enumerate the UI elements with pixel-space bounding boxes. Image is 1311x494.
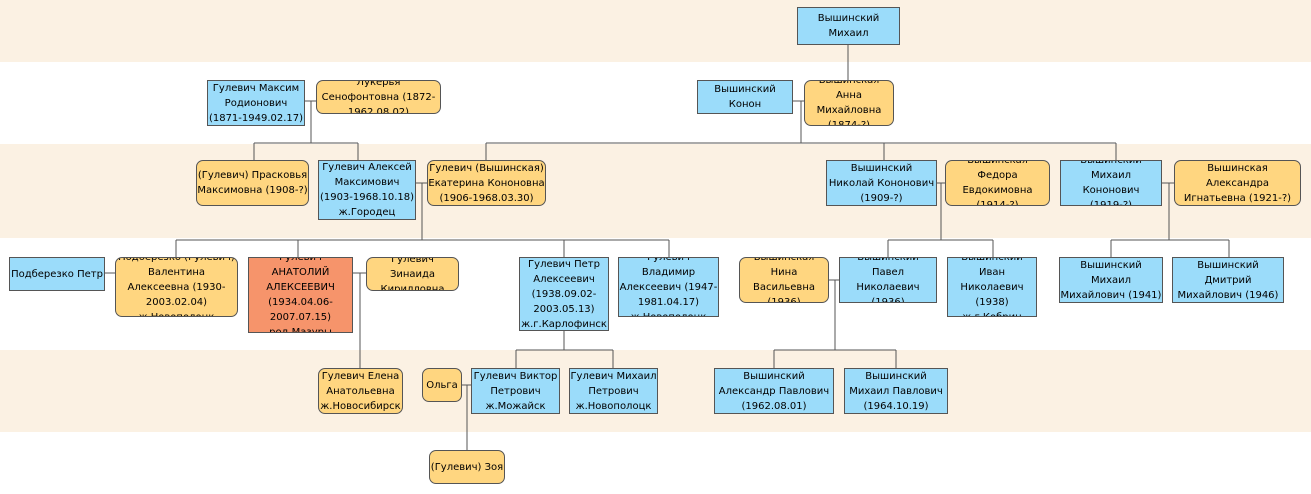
person-name: Вышинская Анна Михайловна (1874-?) bbox=[816, 80, 882, 126]
person-vyshinsky-nikolay[interactable]: Вышинский Николай Кононович (1909-?) bbox=[826, 160, 937, 206]
person-gulevich-maksim[interactable]: Гулевич Максим Родионович (1871-1949.02.… bbox=[207, 80, 305, 126]
person-podberezko-petr[interactable]: Подберезко Петр bbox=[9, 257, 105, 291]
person-name: Гулевич АНАТОЛИЙ АЛЕКСЕЕВИЧ (1934.04.06-… bbox=[266, 257, 335, 333]
person-name: Вышинский Дмитрий Михайлович (1946) bbox=[1177, 259, 1279, 301]
person-name: Гулевич Петр Алексеевич (1938.09.02-2003… bbox=[521, 258, 607, 330]
person-name: Гулевич Максим Родионович (1871-1949.02.… bbox=[208, 82, 304, 124]
person-name: Гулевич (Вышинская) Екатерина Кононовна … bbox=[428, 162, 545, 204]
person-name: Вышинский Николай Кононович (1909-?) bbox=[828, 162, 935, 204]
person-vyshinsky-konon[interactable]: Вышинский Конон bbox=[697, 80, 793, 114]
person-vyshinsky-pavel[interactable]: Вышинский Павел Николаевич (1936) bbox=[839, 257, 937, 303]
person-lukerya[interactable]: Лукерья Сенофонтовна (1872-1962.08.02) bbox=[316, 80, 441, 114]
generation-band-1 bbox=[0, 0, 1311, 62]
person-podberezko-valentina[interactable]: Подберезко (Гулевич) Валентина Алексеевн… bbox=[115, 257, 238, 317]
person-vyshinsky-mikhail-mikhaylovich[interactable]: Вышинский Михаил Михайлович (1941) bbox=[1059, 257, 1163, 303]
person-gulevich-aleksey[interactable]: Гулевич Алексей Максимович (1903-1968.10… bbox=[318, 160, 416, 220]
person-vyshinsky-aleksandr[interactable]: Вышинский Александр Павлович (1962.08.01… bbox=[714, 368, 834, 414]
person-vyshinskaya-anna[interactable]: Вышинская Анна Михайловна (1874-?) bbox=[804, 80, 894, 126]
person-name: Вышинская Федора Евдокимовна (1914-?) bbox=[962, 160, 1033, 206]
person-name: Подберезко Петр bbox=[11, 268, 103, 280]
person-ekaterina[interactable]: Гулевич (Вышинская) Екатерина Кононовна … bbox=[427, 160, 546, 206]
person-name: Гулевич Зинаида Кирилловна bbox=[380, 257, 445, 291]
person-name: Гулевич Алексей Максимович (1903-1968.10… bbox=[319, 162, 415, 218]
person-vyshinsky-mikhail[interactable]: Вышинский Михаил bbox=[797, 7, 900, 45]
person-zoya[interactable]: (Гулевич) Зоя bbox=[429, 450, 505, 484]
person-name: Лукерья Сенофонтовна (1872-1962.08.02) bbox=[321, 80, 436, 114]
person-name: Вышинский Иван Николаевич (1938) ж.г.Коб… bbox=[960, 257, 1024, 317]
person-vyshinskaya-aleksandra[interactable]: Вышинская Александра Игнатьевна (1921-?) bbox=[1174, 160, 1301, 206]
person-name: Вышинский Михаил bbox=[817, 13, 880, 39]
person-name: Ольга bbox=[426, 379, 458, 391]
person-name: Вышинский Михаил Павлович (1964.10.19) bbox=[849, 370, 943, 412]
person-olga[interactable]: Ольга bbox=[422, 368, 462, 402]
person-name: Вышинская Нина Васильевна (1936) bbox=[753, 257, 815, 303]
person-name: Вышинский Конон bbox=[714, 84, 776, 110]
person-name: Вышинский Михаил Михайлович (1941) bbox=[1060, 259, 1162, 301]
person-praskovya[interactable]: (Гулевич) Прасковья Максимовна (1908-?) bbox=[196, 160, 309, 206]
person-gulevich-vladimir[interactable]: Гулевич Владимир Алексеевич (1947-1981.0… bbox=[618, 257, 719, 317]
person-gulevich-zinaida[interactable]: Гулевич Зинаида Кирилловна bbox=[366, 257, 459, 291]
person-gulevich-anatoliy[interactable]: Гулевич АНАТОЛИЙ АЛЕКСЕЕВИЧ (1934.04.06-… bbox=[248, 257, 353, 333]
person-name: (Гулевич) Зоя bbox=[430, 461, 504, 473]
person-gulevich-elena[interactable]: Гулевич Елена Анатольевна ж.Новосибирск bbox=[318, 368, 403, 414]
person-name: Гулевич Михаил Петрович ж.Новополоцк bbox=[570, 370, 657, 412]
person-vyshinsky-mikhail-pavlovich[interactable]: Вышинский Михаил Павлович (1964.10.19) bbox=[844, 368, 948, 414]
person-vyshinskaya-nina[interactable]: Вышинская Нина Васильевна (1936) bbox=[739, 257, 829, 303]
person-name: Вышинская Александра Игнатьевна (1921-?) bbox=[1183, 162, 1292, 204]
person-name: Гулевич Виктор Петрович ж.Можайск bbox=[473, 370, 558, 412]
person-name: Гулевич Владимир Алексеевич (1947-1981.0… bbox=[619, 257, 718, 317]
person-gulevich-mikhail-petrovich[interactable]: Гулевич Михаил Петрович ж.Новополоцк bbox=[569, 368, 658, 414]
person-gulevich-viktor[interactable]: Гулевич Виктор Петрович ж.Можайск bbox=[471, 368, 560, 414]
person-name: Вышинский Александр Павлович (1962.08.01… bbox=[718, 370, 830, 412]
person-name: Вышинский Михаил Кононович (1919-?) bbox=[1080, 160, 1142, 206]
person-vyshinsky-mikhail-kononovich[interactable]: Вышинский Михаил Кононович (1919-?) bbox=[1060, 160, 1162, 206]
person-vyshinskaya-fedora[interactable]: Вышинская Федора Евдокимовна (1914-?) bbox=[945, 160, 1050, 206]
person-name: Вышинский Павел Николаевич (1936) bbox=[856, 257, 920, 303]
person-name: (Гулевич) Прасковья Максимовна (1908-?) bbox=[197, 170, 308, 196]
person-vyshinsky-dmitriy[interactable]: Вышинский Дмитрий Михайлович (1946) bbox=[1172, 257, 1284, 303]
person-name: Гулевич Елена Анатольевна ж.Новосибирск bbox=[320, 370, 401, 412]
person-gulevich-petr[interactable]: Гулевич Петр Алексеевич (1938.09.02-2003… bbox=[519, 257, 609, 331]
person-vyshinsky-ivan[interactable]: Вышинский Иван Николаевич (1938) ж.г.Коб… bbox=[947, 257, 1037, 317]
person-name: Подберезко (Гулевич) Валентина Алексеевн… bbox=[118, 257, 235, 317]
